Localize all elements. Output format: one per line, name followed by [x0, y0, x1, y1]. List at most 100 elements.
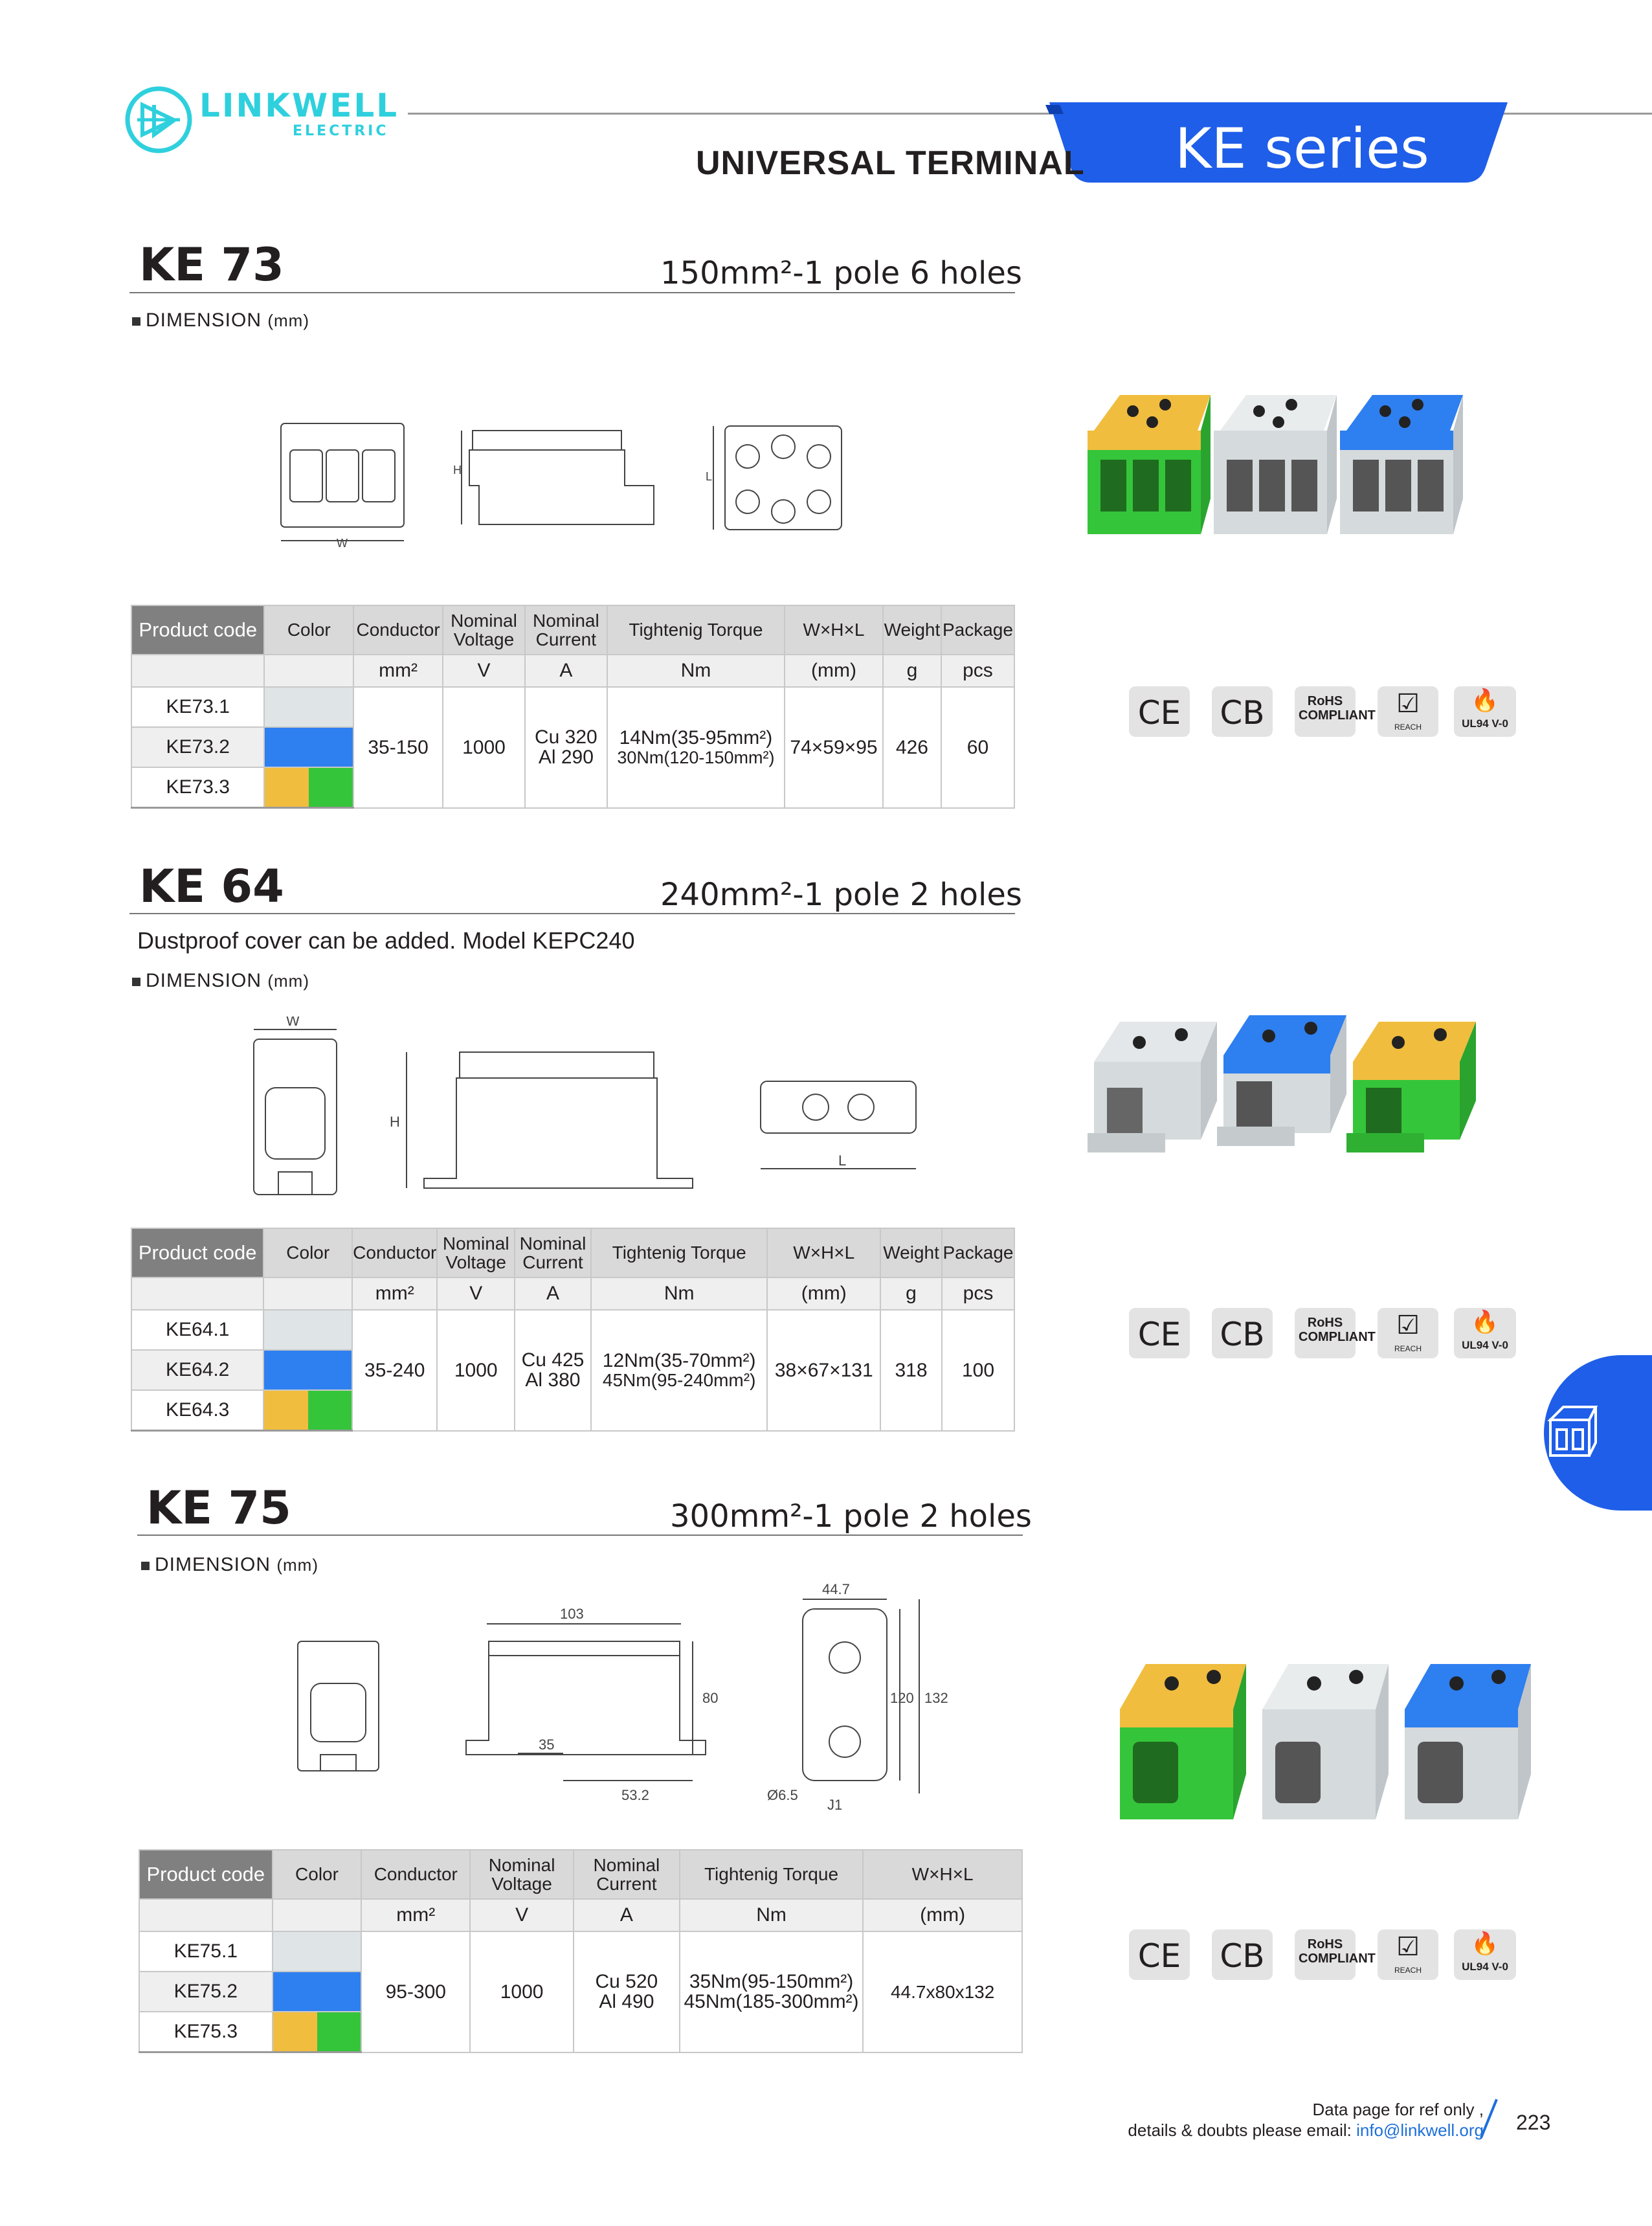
unit-torque: Nm	[606, 654, 786, 688]
cell-package: 60	[940, 686, 1016, 809]
th-torque: Tightenig Torque	[678, 1849, 864, 1900]
th-whl: W×H×L	[862, 1849, 1023, 1900]
dim-label-l: L	[706, 470, 712, 483]
section-rule	[137, 1535, 1023, 1536]
color-swatch-blue	[265, 728, 353, 767]
email-link[interactable]: info@linkwell.org	[1356, 2120, 1484, 2140]
unit-weight: g	[882, 654, 942, 688]
reach-mark-icon: ☑REACH	[1378, 686, 1438, 737]
section-rule	[129, 292, 1015, 293]
table-row-code: KE75.3	[139, 2011, 273, 2053]
model-title-ke75: KE 75	[146, 1481, 291, 1535]
dim-label-80: 80	[702, 1690, 718, 1706]
unit-voltage: V	[436, 1277, 516, 1310]
ke64-product-photo	[1088, 1015, 1476, 1152]
ke73-top-view-drawing: L	[706, 425, 842, 530]
dim-label-44-7: 44.7	[822, 1581, 850, 1597]
th-color: Color	[271, 1849, 363, 1900]
ce-mark-icon: CE	[1129, 1929, 1190, 1980]
color-swatch-blue	[273, 1972, 361, 2011]
cb-mark-icon: CB	[1212, 686, 1273, 737]
unit-current: A	[573, 1898, 680, 1932]
cell-weight: 426	[882, 686, 942, 809]
th-weight: Weight	[882, 605, 942, 655]
unit-conductor: mm²	[361, 1898, 471, 1932]
unit-conductor: mm²	[352, 1277, 438, 1310]
table-row-code: KE73.1	[130, 686, 265, 728]
th-conductor: Conductor	[352, 1228, 438, 1278]
cell-torque: 12Nm(35-70mm²)45Nm(95-240mm²)	[590, 1309, 768, 1432]
unit-current: A	[514, 1277, 592, 1310]
ul94-flame-icon: 🔥UL94 V-0	[1454, 1308, 1516, 1358]
th-conductor: Conductor	[353, 605, 444, 655]
th-nominal-current: Nominal Current	[514, 1228, 592, 1278]
color-swatch-yellow-green	[264, 1391, 352, 1430]
color-swatch-grey	[265, 688, 353, 726]
th-torque: Tightenig Torque	[606, 605, 786, 655]
ce-mark-icon: CE	[1129, 1308, 1190, 1358]
page-number: 223	[1516, 2111, 1551, 2134]
cell-conductor: 35-240	[352, 1309, 438, 1432]
cb-mark-icon: CB	[1212, 1308, 1273, 1358]
th-product-code: Product code	[130, 605, 265, 655]
reach-mark-icon: ☑REACH	[1378, 1929, 1438, 1980]
terminal-icon	[1547, 1406, 1598, 1457]
table-row-code: KE75.2	[139, 1971, 273, 2012]
color-swatch-yellow-green	[273, 2012, 361, 2051]
dim-label-j1: J1	[827, 1797, 842, 1813]
th-weight: Weight	[880, 1228, 943, 1278]
dim-label-w: W	[337, 537, 348, 550]
brand-sub: ELECTRIC	[293, 123, 389, 139]
series-title: KE series	[1175, 117, 1429, 181]
unit-voltage: V	[469, 1898, 574, 1932]
unit-package: pcs	[940, 654, 1016, 688]
ke73-dimension-drawing: W H	[280, 423, 654, 550]
table-row-code: KE73.3	[130, 767, 265, 809]
cell-whl: 38×67×131	[766, 1309, 882, 1432]
dim-label-w: W	[286, 1017, 300, 1029]
table-row-code: KE75.1	[139, 1931, 273, 1972]
th-nominal-voltage: Nominal Voltage	[469, 1849, 574, 1900]
cell-voltage: 1000	[442, 686, 526, 809]
th-color: Color	[263, 605, 355, 655]
ke73-product-photo	[1088, 395, 1463, 534]
ke73-spec-table: Product code Color Conductor Nominal Vol…	[130, 605, 1016, 809]
dim-label-hole: Ø6.5	[767, 1787, 798, 1803]
th-package: Package	[940, 605, 1016, 655]
color-swatch-grey	[273, 1932, 361, 1971]
linkwell-logo-icon	[125, 86, 192, 153]
reach-mark-icon: ☑REACH	[1378, 1308, 1438, 1358]
unit-package: pcs	[941, 1277, 1016, 1310]
model-subtitle-ke73: 150mm²-1 pole 6 holes	[660, 255, 1022, 291]
unit-current: A	[524, 654, 608, 688]
th-nominal-current: Nominal Current	[573, 1849, 680, 1900]
th-package: Package	[941, 1228, 1016, 1278]
model-subtitle-ke75: 300mm²-1 pole 2 holes	[670, 1498, 1032, 1535]
th-product-code: Product code	[139, 1849, 273, 1900]
ke64-dimension-drawing: W H L	[253, 1017, 917, 1195]
dustproof-note: Dustproof cover can be added. Model KEPC…	[137, 927, 635, 954]
th-nominal-voltage: Nominal Voltage	[436, 1228, 516, 1278]
th-product-code: Product code	[130, 1228, 265, 1278]
dim-label-h: H	[390, 1114, 400, 1130]
header-rule	[408, 113, 1652, 115]
th-nominal-current: Nominal Current	[524, 605, 608, 655]
dim-label-103: 103	[560, 1606, 584, 1622]
unit-torque: Nm	[678, 1898, 864, 1932]
th-color: Color	[263, 1228, 353, 1278]
ul94-flame-icon: 🔥UL94 V-0	[1454, 1929, 1516, 1980]
dim-label-132: 132	[924, 1690, 948, 1706]
cell-torque: 14Nm(35-95mm²)30Nm(120-150mm²)	[606, 686, 786, 809]
th-whl: W×H×L	[784, 605, 884, 655]
table-row-code: KE64.3	[130, 1389, 265, 1432]
th-nominal-voltage: Nominal Voltage	[442, 605, 526, 655]
section-rule	[129, 913, 1015, 914]
dim-label-53-2: 53.2	[621, 1787, 649, 1803]
table-row-code: KE64.2	[130, 1349, 265, 1391]
rohs-mark-icon: RoHS COMPLIANT	[1295, 686, 1376, 737]
model-subtitle-ke64: 240mm²-1 pole 2 holes	[660, 877, 1022, 913]
brand-name: LINKWELL	[199, 87, 399, 124]
